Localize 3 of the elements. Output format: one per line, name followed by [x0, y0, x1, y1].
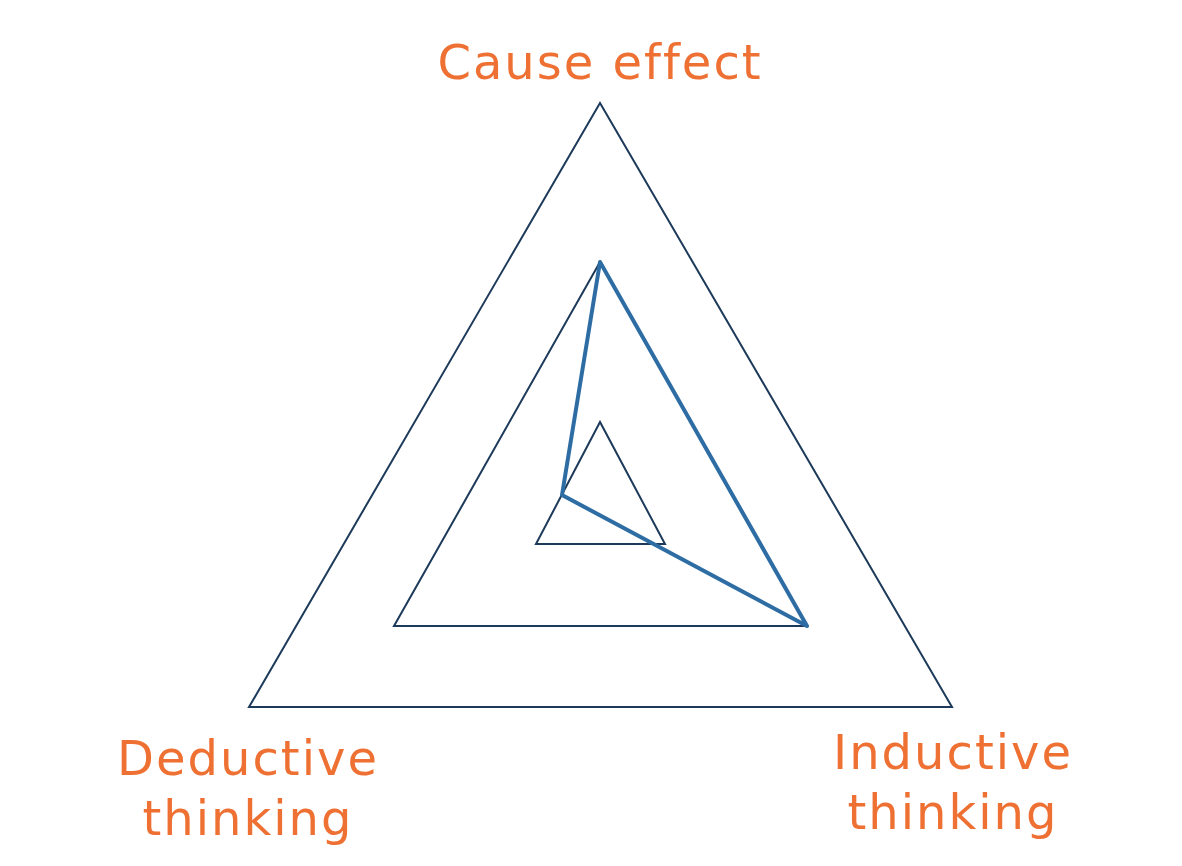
axis-label: Inductive thinking — [832, 723, 1074, 842]
axis-label: Deductive thinking — [116, 729, 380, 848]
axis-label: Cause effect — [436, 33, 764, 92]
